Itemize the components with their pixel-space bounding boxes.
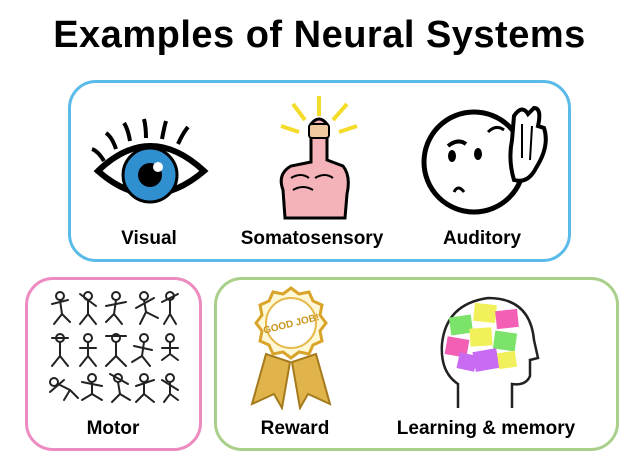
- motor-system-box: [25, 277, 202, 451]
- listening-face-icon: [421, 105, 548, 215]
- label-visual: Visual: [121, 228, 177, 249]
- label-motor: Motor: [86, 418, 140, 439]
- label-learning-memory: Learning & memory: [396, 418, 576, 439]
- reward-learning-box: [214, 277, 619, 451]
- label-somatosensory: Somatosensory: [240, 228, 384, 249]
- page-title: Examples of Neural Systems: [53, 14, 586, 56]
- finger-touch-icon: [279, 96, 358, 220]
- head-sticky-notes-icon: [440, 296, 540, 408]
- sensory-systems-box: [68, 80, 571, 262]
- label-reward: Reward: [260, 418, 330, 439]
- eye-icon: [91, 118, 209, 204]
- label-auditory: Auditory: [442, 228, 522, 249]
- stick-figures-icon: [49, 291, 179, 403]
- good-job-ribbon-icon: GOOD JOB!: [250, 286, 332, 410]
